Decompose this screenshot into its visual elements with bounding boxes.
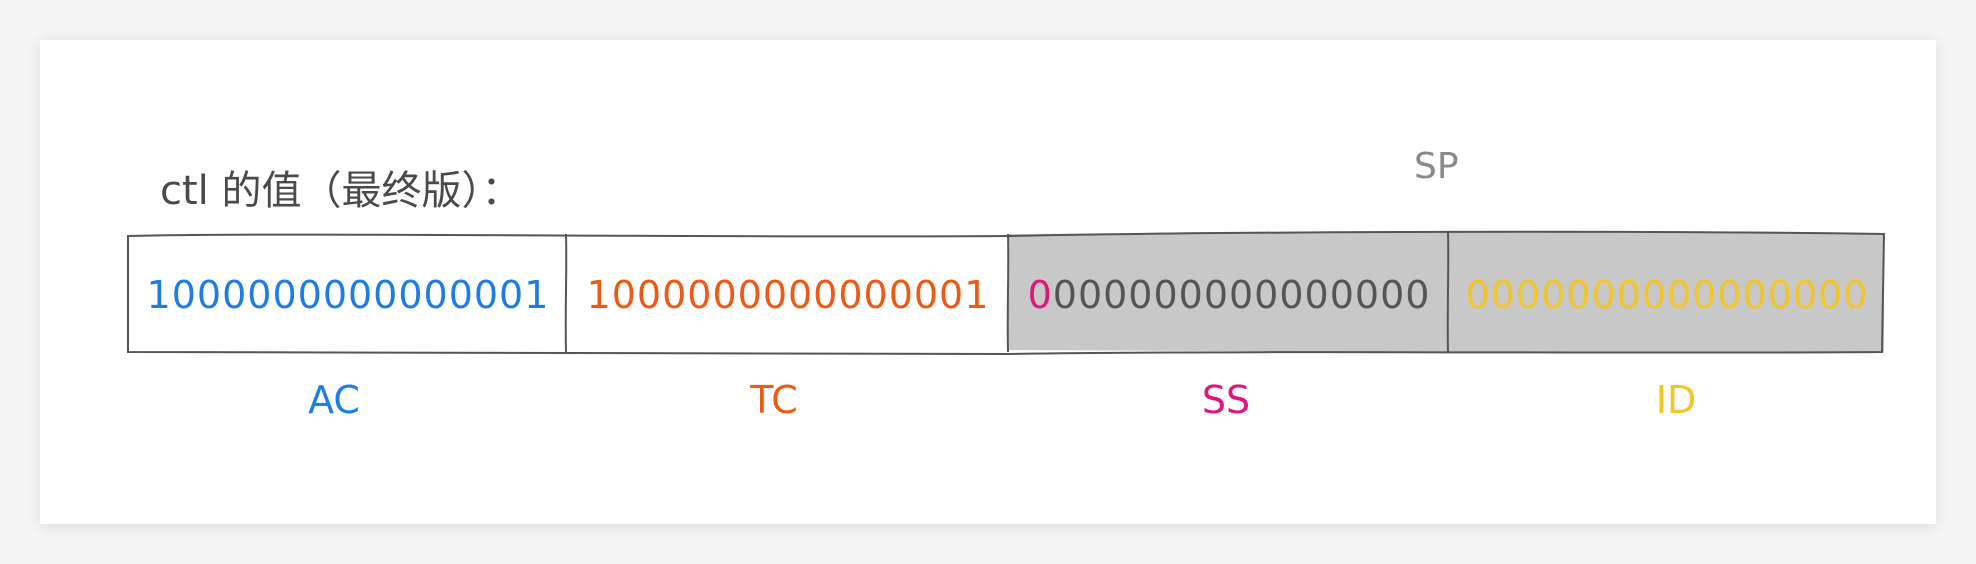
ss-sp-bit: 0: [1027, 273, 1053, 317]
ss-bits-text: 000000000000000: [1052, 273, 1431, 317]
tc-bits-text: 1000000000000001: [586, 273, 990, 317]
ss-label: SS: [1201, 378, 1251, 422]
ac-bits: 1000000000000001: [130, 236, 566, 354]
sp-label: SP: [1414, 146, 1459, 187]
id-cell-bg: [1448, 232, 1884, 352]
ac-bits-text: 1000000000000001: [146, 273, 550, 317]
id-bits: 0000000000000000: [1450, 236, 1884, 354]
divider-2: [1006, 233, 1010, 353]
tc-label: TC: [750, 378, 798, 422]
divider-3: [1446, 231, 1450, 353]
tc-bits: 1000000000000001: [568, 236, 1008, 354]
ac-label: AC: [308, 378, 360, 422]
ss-cell-bg: [1008, 232, 1448, 352]
id-bits-text: 0000000000000000: [1465, 273, 1869, 317]
id-label: ID: [1655, 378, 1697, 422]
diagram-title: ctl 的值（最终版）：: [160, 168, 522, 214]
divider-1: [564, 233, 568, 353]
